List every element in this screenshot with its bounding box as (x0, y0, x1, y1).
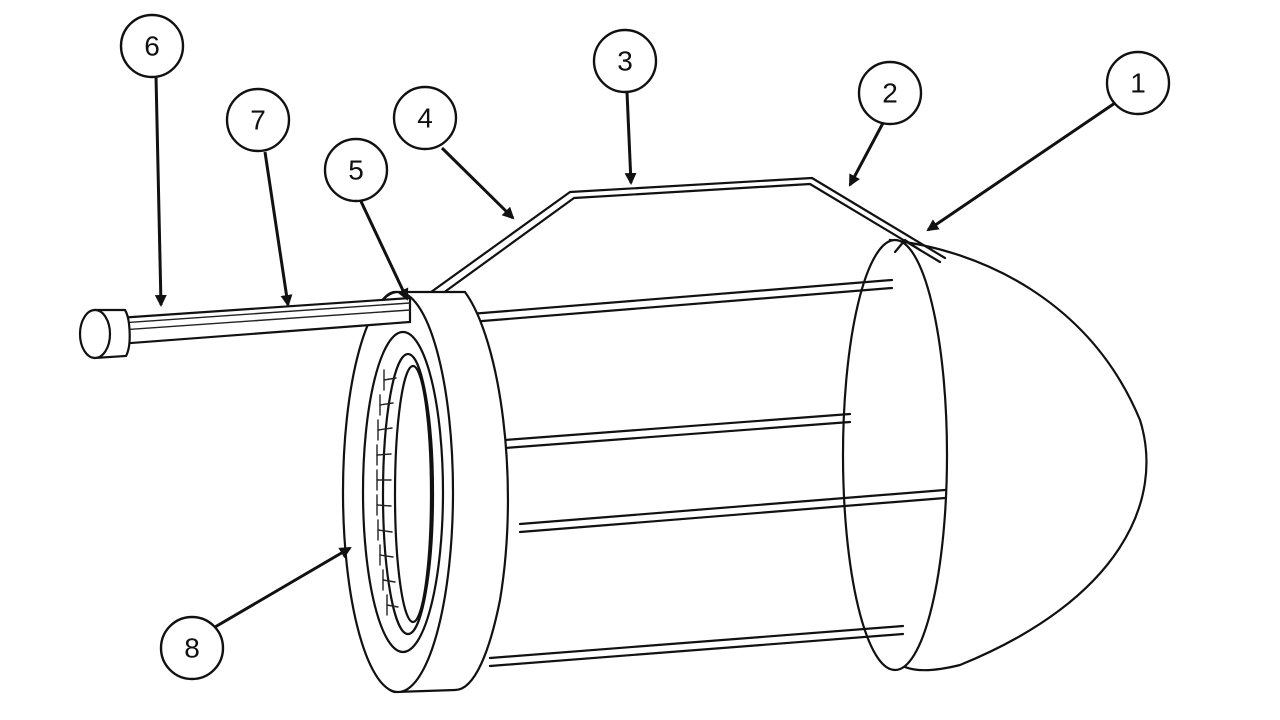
callout-label-7: 7 (250, 105, 266, 136)
callout-4: 4 (392, 85, 458, 151)
leader-3 (624, 91, 637, 185)
leader-8 (214, 546, 352, 629)
callout-label-8: 8 (184, 633, 200, 664)
callout-label-6: 6 (144, 31, 160, 62)
callout-label-5: 5 (348, 155, 364, 186)
leader-6 (154, 75, 167, 307)
callout-5: 5 (323, 137, 389, 203)
callout-3: 3 (592, 28, 658, 94)
gear-teeth (376, 369, 399, 616)
dome-cap (841, 238, 1148, 672)
callout-label-3: 3 (617, 46, 633, 77)
callout-2: 2 (857, 60, 923, 126)
leader-4 (440, 146, 515, 220)
leader-arrows (154, 75, 1116, 629)
callout-label-4: 4 (417, 103, 433, 134)
callout-8: 8 (159, 615, 225, 681)
callout-6: 6 (119, 13, 185, 79)
support-rods (468, 278, 947, 668)
linkage-wire (418, 176, 947, 306)
ring-housing (341, 290, 510, 694)
callout-label-2: 2 (882, 78, 898, 109)
callout-1: 1 (1105, 50, 1171, 116)
leader-2 (848, 122, 885, 187)
callout-label-1: 1 (1130, 68, 1146, 99)
leader-7 (263, 151, 293, 307)
leader-5 (356, 194, 409, 301)
handle-rod (78, 296, 412, 360)
callout-7: 7 (225, 87, 291, 153)
leader-1 (926, 101, 1116, 232)
